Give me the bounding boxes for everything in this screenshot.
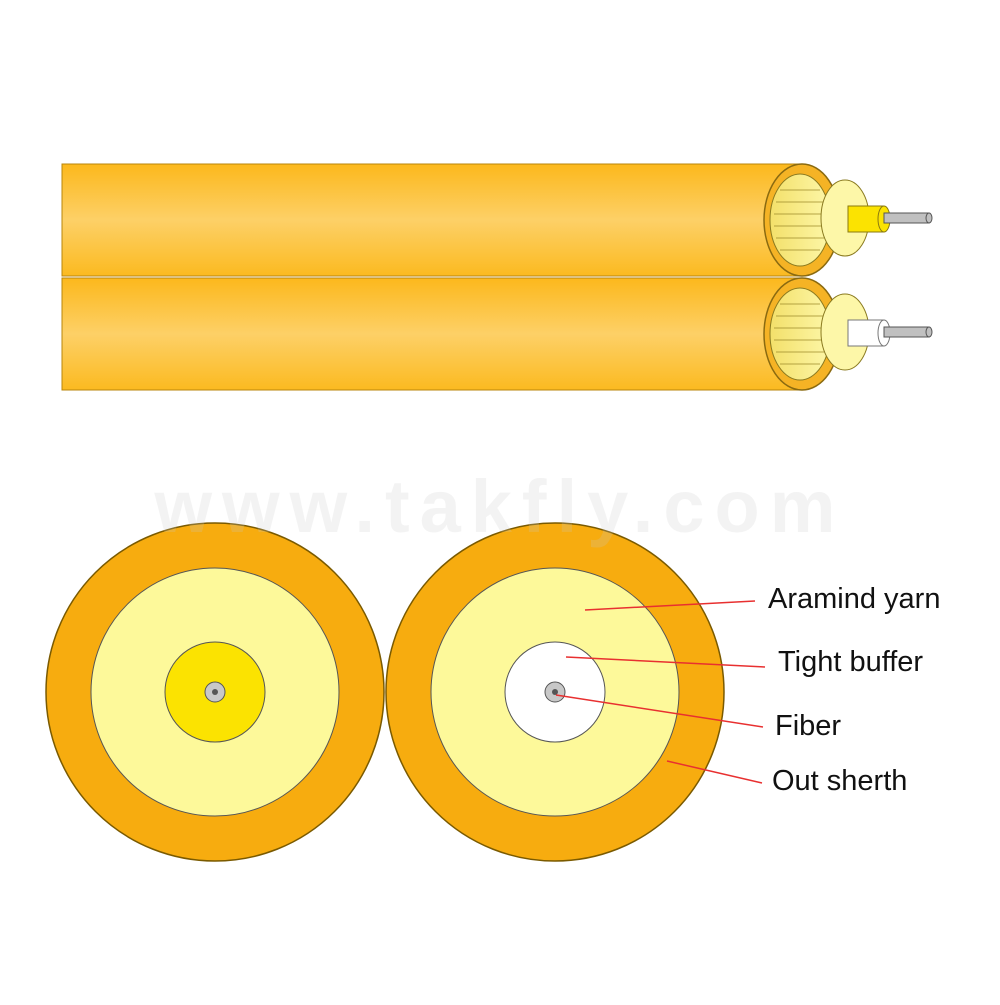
fiber-strand-bottom <box>883 326 930 338</box>
pointer-line-outer-sheath <box>666 760 763 784</box>
fiber-strand-top <box>883 212 930 224</box>
cable-side-view-bottom <box>61 277 933 391</box>
fiber-end-top <box>925 212 933 224</box>
cross-section-left <box>45 522 385 862</box>
yarn-strands-top <box>774 189 826 251</box>
cable-side-view-top <box>61 163 933 277</box>
yarn-strands-bottom <box>774 303 826 365</box>
pointer-line-fiber <box>555 694 764 728</box>
fiber-core-left <box>212 689 218 695</box>
pointer-line-aramid-yarn <box>584 600 756 611</box>
watermark: www.takfly.com <box>154 465 846 548</box>
pointer-line-tight-buffer <box>565 656 766 668</box>
label-tight-buffer: Tight buffer <box>778 646 924 678</box>
fiber-end-bottom <box>925 326 933 338</box>
cable-body-top <box>61 163 803 277</box>
cable-body-bottom <box>61 277 803 391</box>
cross-section-right <box>385 522 725 862</box>
pointer-lines <box>555 600 766 784</box>
label-aramid-yarn: Aramind yarn <box>768 583 941 615</box>
fiber-core-right <box>552 689 558 695</box>
label-outer-sheath: Out sherth <box>772 765 908 797</box>
label-fiber: Fiber <box>775 710 842 742</box>
